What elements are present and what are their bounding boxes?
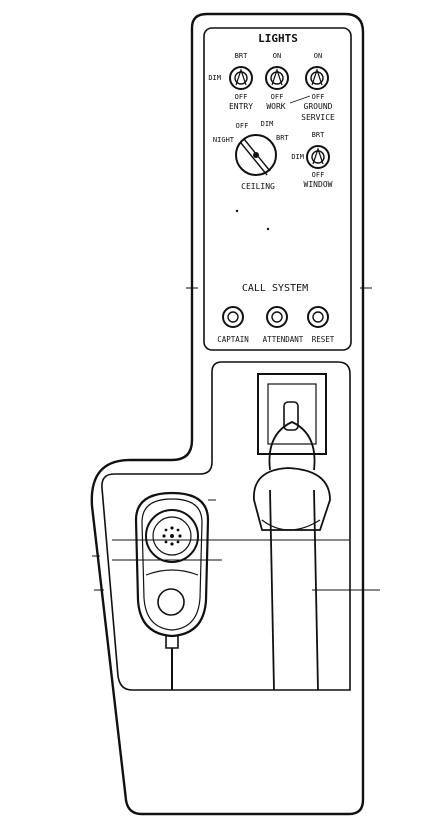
window-down-label: OFF [312, 171, 325, 179]
ceiling-dim-label: DIM [261, 120, 274, 128]
entry-toggle-switch[interactable] [229, 66, 253, 90]
ground-service-toggle-switch[interactable] [305, 66, 329, 90]
work-leader-line [289, 95, 311, 104]
work-up-label: ON [273, 52, 281, 60]
attendant-label: ATTENDANT [263, 335, 304, 344]
reference-ticks [92, 287, 380, 591]
ceiling-rotary-knob[interactable] [235, 134, 277, 176]
entry-left-label: DIM [208, 74, 221, 82]
captain-label: CAPTAIN [217, 335, 249, 344]
ceiling-brt-label: BRT [276, 134, 289, 142]
window-label: WINDOW [304, 180, 333, 189]
work-toggle-switch[interactable] [265, 66, 289, 90]
recess-shelf [112, 539, 350, 561]
console-outline [90, 12, 365, 816]
ground-up-label: ON [314, 52, 322, 60]
speck [235, 209, 239, 213]
call-system-title: CALL SYSTEM [242, 283, 308, 294]
ground-label: GROUND [304, 102, 333, 111]
work-label: WORK [266, 102, 285, 111]
captain-call-button[interactable] [222, 306, 244, 328]
reset-label: RESET [312, 335, 335, 344]
reset-call-button[interactable] [307, 306, 329, 328]
work-down-label: OFF [271, 93, 284, 101]
entry-label: ENTRY [229, 102, 253, 111]
lights-panel-frame [203, 27, 352, 351]
hand-microphone-icon[interactable] [134, 491, 216, 690]
ceiling-off-label: OFF [236, 122, 249, 130]
ground-down-label: OFF [312, 93, 325, 101]
service-label: SERVICE [301, 113, 335, 122]
speck [266, 227, 270, 231]
control-handle-icon[interactable] [253, 373, 334, 691]
window-left-label: DIM [291, 153, 304, 161]
window-up-label: BRT [312, 131, 325, 139]
attendant-call-button[interactable] [266, 306, 288, 328]
lights-title: LIGHTS [258, 32, 298, 45]
lower-recess-outline [101, 361, 351, 691]
ceiling-night-label: NIGHT [213, 136, 235, 144]
entry-down-label: OFF [235, 93, 248, 101]
ceiling-label: CEILING [241, 182, 275, 191]
window-toggle-switch[interactable] [306, 145, 330, 169]
entry-up-label: BRT [235, 52, 248, 60]
